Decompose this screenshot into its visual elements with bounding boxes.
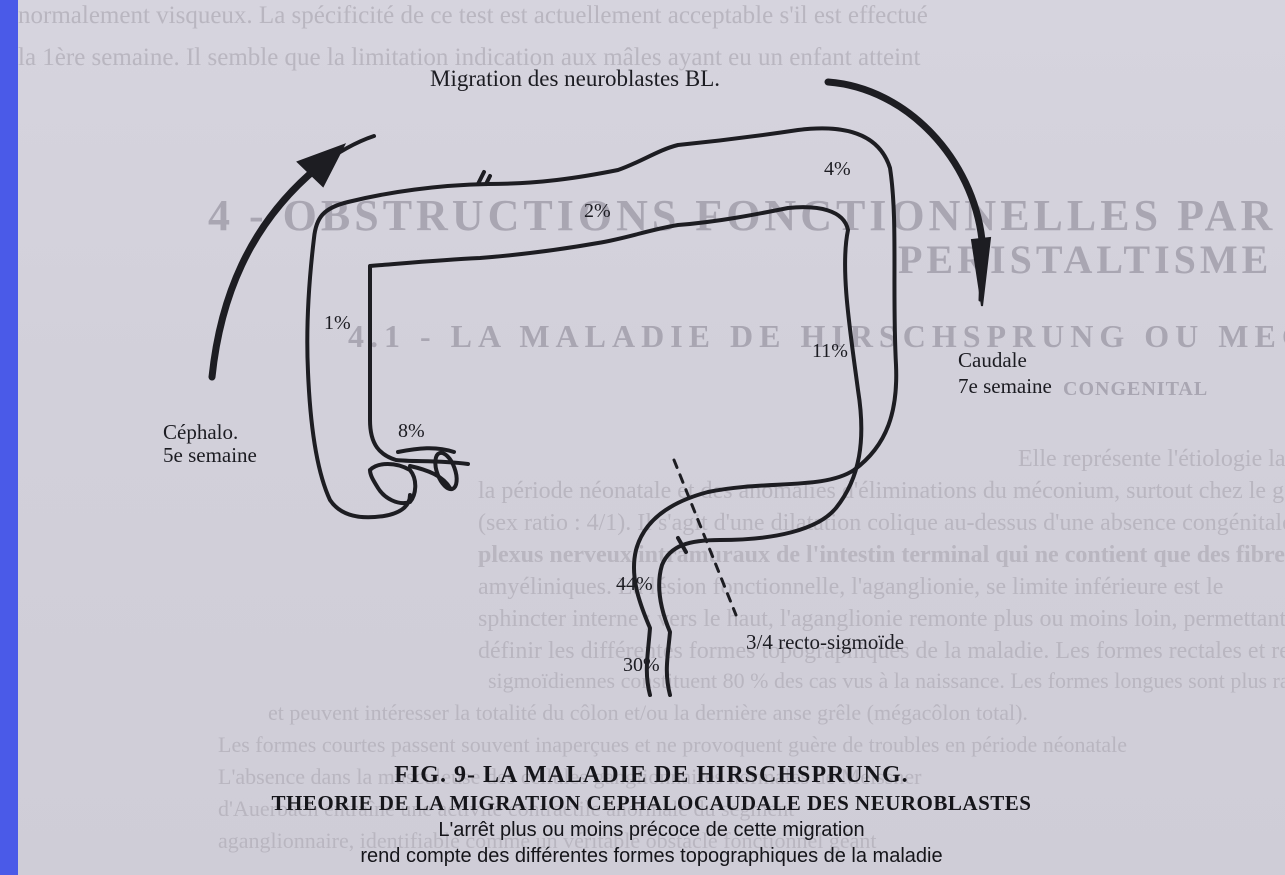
figure-caption-line-3: L'arrêt plus ou moins précoce de cette m… xyxy=(18,819,1285,842)
cephalo-week-label: 5e semaine xyxy=(163,443,257,468)
caudal-week-label: 7e semaine xyxy=(958,374,1052,399)
pct-transverse: 2% xyxy=(584,200,611,223)
caudal-arrow xyxy=(828,82,990,306)
scanned-page: normalement visqueux. La spécificité de … xyxy=(18,0,1285,875)
pct-descending: 11% xyxy=(812,340,848,363)
recto-sigmoid-boundary xyxy=(674,460,736,615)
caudal-arrow-head xyxy=(972,238,990,306)
cephalo-arrow-shaft xyxy=(212,167,318,377)
pct-cecum: 8% xyxy=(398,420,425,443)
ileum-opening xyxy=(431,450,461,492)
figure-caption-subtitle: THEORIE DE LA MIGRATION CEPHALOCAUDALE D… xyxy=(18,791,1285,816)
pct-ascending: 1% xyxy=(324,312,351,335)
figure-caption-title: FIG. 9- LA MALADIE DE HIRSCHSPRUNG. xyxy=(18,762,1285,789)
diagram-title: Migration des neuroblastes BL. xyxy=(430,66,720,92)
caudal-label: Caudale xyxy=(958,348,1027,373)
pct-rectum: 30% xyxy=(623,654,660,677)
cephalo-label: Céphalo. xyxy=(163,420,238,445)
pct-splenic: 4% xyxy=(824,158,851,181)
figure-caption-line-4: rend compte des différentes formes topog… xyxy=(18,845,1285,868)
cephalo-arrow xyxy=(212,136,374,377)
pct-sigmoid: 44% xyxy=(616,573,653,596)
caudal-arrow-shaft xyxy=(828,82,982,240)
recto-sigmoid-label: 3/4 recto-sigmoïde xyxy=(746,630,904,655)
